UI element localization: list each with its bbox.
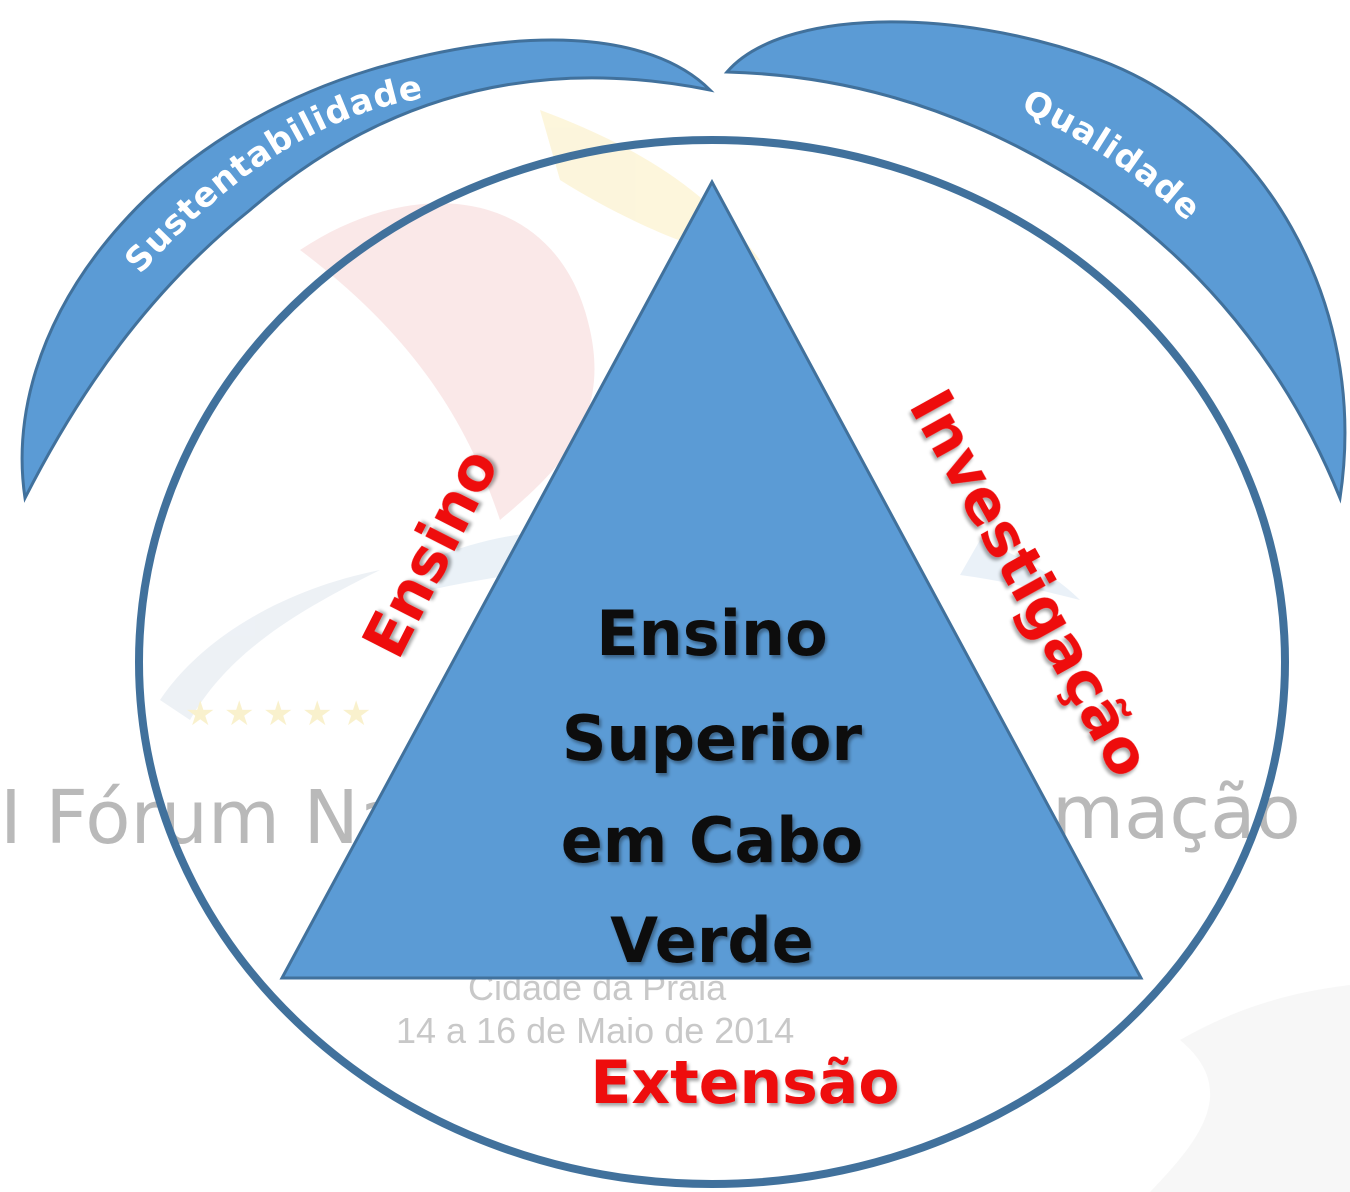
central-triangle: [279, 178, 1144, 980]
center-line-1: Ensino: [596, 597, 827, 670]
arc-shape-left: [20, 38, 715, 503]
watermark-line1-left: I Fórum Na: [0, 775, 404, 861]
center-line-4: Verde: [610, 904, 814, 977]
side-label-bottom: Extensão: [590, 1048, 899, 1118]
center-line-2: Superior: [562, 702, 863, 775]
watermark-line3: 14 a 16 de Maio de 2014: [396, 1010, 794, 1051]
main-circle: [135, 136, 1289, 1188]
svg-text:★ ★ ★ ★ ★: ★ ★ ★ ★ ★: [185, 696, 371, 733]
center-line-3: em Cabo: [561, 804, 864, 877]
arc-shape-right: [723, 20, 1347, 504]
